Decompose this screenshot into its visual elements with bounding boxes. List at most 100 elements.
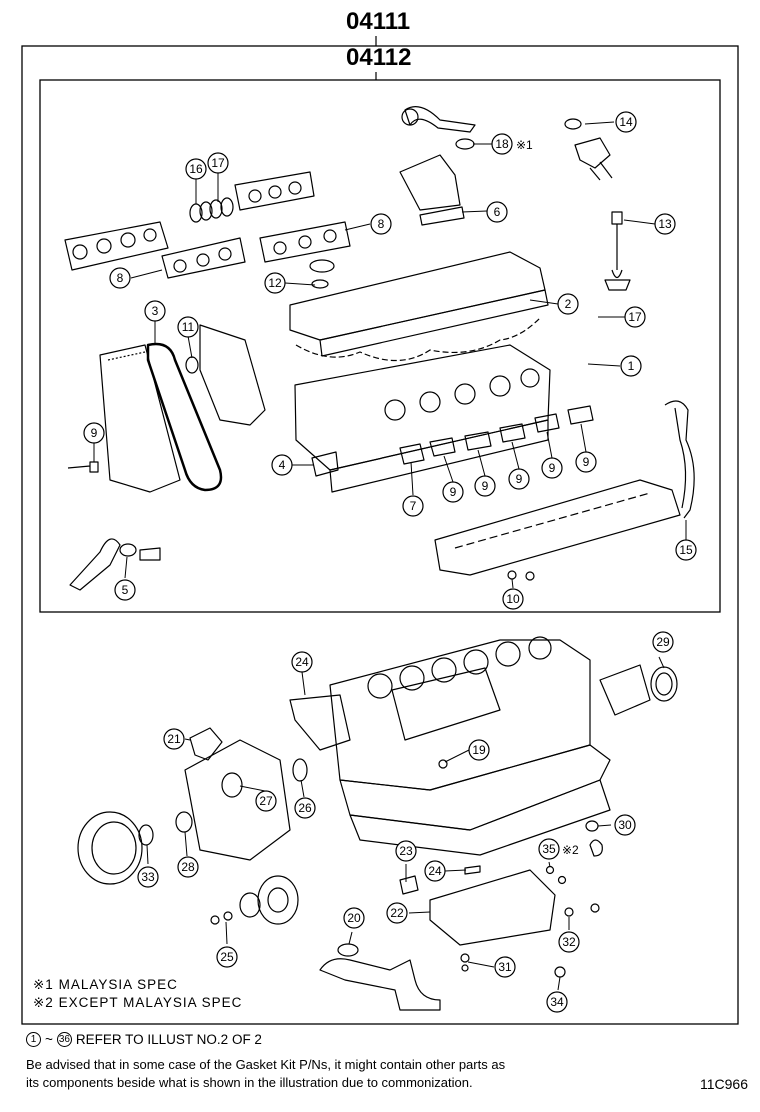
callout-30: 30 [614, 814, 636, 836]
callout-label: 31 [498, 960, 512, 974]
spec-note-2: ※2 EXCEPT MALAYSIA SPEC [33, 995, 243, 1010]
callout-circle [386, 902, 408, 924]
callout-label: 16 [189, 162, 203, 176]
callout-label: 33 [141, 870, 155, 884]
mark-1: ※1 [516, 138, 533, 152]
callout-label: 19 [472, 743, 486, 757]
callout-label: 8 [378, 217, 385, 231]
advisory-line-1: Be advised that in some case of the Gask… [26, 1057, 506, 1072]
callout-label: 9 [583, 455, 590, 469]
callout-18: 18 [491, 133, 513, 155]
callout-15: 15 [675, 539, 697, 561]
callout-circle [207, 152, 229, 174]
callout-8: 8 [109, 267, 131, 289]
callout-circle [486, 201, 508, 223]
callout-circle [494, 956, 516, 978]
callout-17: 17 [207, 152, 229, 174]
callout-8: 8 [370, 213, 392, 235]
callout-label: 35 [542, 842, 556, 856]
callout-9: 9 [474, 475, 496, 497]
callout-label: 14 [619, 115, 633, 129]
callout-9: 9 [575, 451, 597, 473]
callout-circle [624, 306, 646, 328]
callout-label: 9 [516, 472, 523, 486]
callout-12: 12 [264, 272, 286, 294]
callout-label: 24 [295, 655, 309, 669]
callout-23: 23 [395, 840, 417, 862]
callout-circle [185, 158, 207, 180]
callout-29: 29 [652, 631, 674, 653]
callout-19: 19 [468, 739, 490, 761]
inner-frame [39, 79, 721, 613]
callout-label: 25 [220, 950, 234, 964]
callout-label: 4 [279, 458, 286, 472]
callout-circle [177, 316, 199, 338]
callout-circle [402, 495, 424, 517]
callout-label: 26 [298, 801, 312, 815]
callout-circle [83, 422, 105, 444]
callout-circle [114, 579, 136, 601]
callout-circle [424, 860, 446, 882]
callout-circle [163, 728, 185, 750]
callout-34: 34 [546, 991, 568, 1013]
outer-frame [21, 45, 739, 1025]
callout-label: 17 [211, 156, 225, 170]
callout-9: 9 [541, 457, 563, 479]
callout-circle [541, 457, 563, 479]
callout-circle [271, 454, 293, 476]
ref-to-badge: 36 [56, 1032, 72, 1047]
callout-9: 9 [508, 468, 530, 490]
callout-circle [474, 475, 496, 497]
callout-circle [442, 481, 464, 503]
callout-label: 27 [259, 794, 273, 808]
callout-3: 3 [144, 300, 166, 322]
callout-circle [615, 111, 637, 133]
callout-label: 11 [182, 320, 195, 334]
callout-27: 27 [255, 790, 277, 812]
callout-9: 9 [83, 422, 105, 444]
leader-lines [93, 121, 687, 991]
callout-4: 4 [271, 454, 293, 476]
callout-circle [614, 814, 636, 836]
callout-label: 21 [167, 732, 181, 746]
callout-circle [255, 790, 277, 812]
ref-text: REFER TO ILLUST NO.2 OF 2 [75, 1032, 262, 1047]
spec-note-1: ※1 MALAYSIA SPEC [33, 977, 178, 992]
callout-16: 16 [185, 158, 207, 180]
callout-6: 6 [486, 201, 508, 223]
callout-10: 10 [502, 588, 524, 610]
callout-label: 2 [565, 297, 572, 311]
callout-circle [370, 213, 392, 235]
callout-label: 32 [562, 935, 576, 949]
callout-22: 22 [386, 902, 408, 924]
callout-label: 28 [181, 860, 195, 874]
callout-label: 1 [628, 359, 635, 373]
callout-26: 26 [294, 797, 316, 819]
callout-20: 20 [343, 907, 365, 929]
callout-circle [652, 631, 674, 653]
callout-24: 24 [291, 651, 313, 673]
ref-tilde: ~ [45, 1032, 53, 1047]
callout-circle [294, 797, 316, 819]
mark-2: ※2 [562, 843, 579, 857]
callout-28: 28 [177, 856, 199, 878]
callout-5: 5 [114, 579, 136, 601]
callout-circle [491, 133, 513, 155]
callout-label: 9 [91, 426, 98, 440]
callout-label: 22 [390, 906, 404, 920]
callout-13: 13 [654, 213, 676, 235]
callout-circle [177, 856, 199, 878]
callout-label: 18 [495, 137, 509, 151]
callout-label: 9 [549, 461, 556, 475]
callout-label: 30 [618, 818, 632, 832]
callout-label: 8 [117, 271, 124, 285]
callout-11: 11 [177, 316, 199, 338]
callout-label: 20 [347, 911, 361, 925]
callout-label: 9 [482, 479, 489, 493]
callout-circle [291, 651, 313, 673]
callout-circle [137, 866, 159, 888]
callout-circle [675, 539, 697, 561]
callout-label: 17 [628, 310, 642, 324]
callout-circle [546, 991, 568, 1013]
callout-circle [395, 840, 417, 862]
